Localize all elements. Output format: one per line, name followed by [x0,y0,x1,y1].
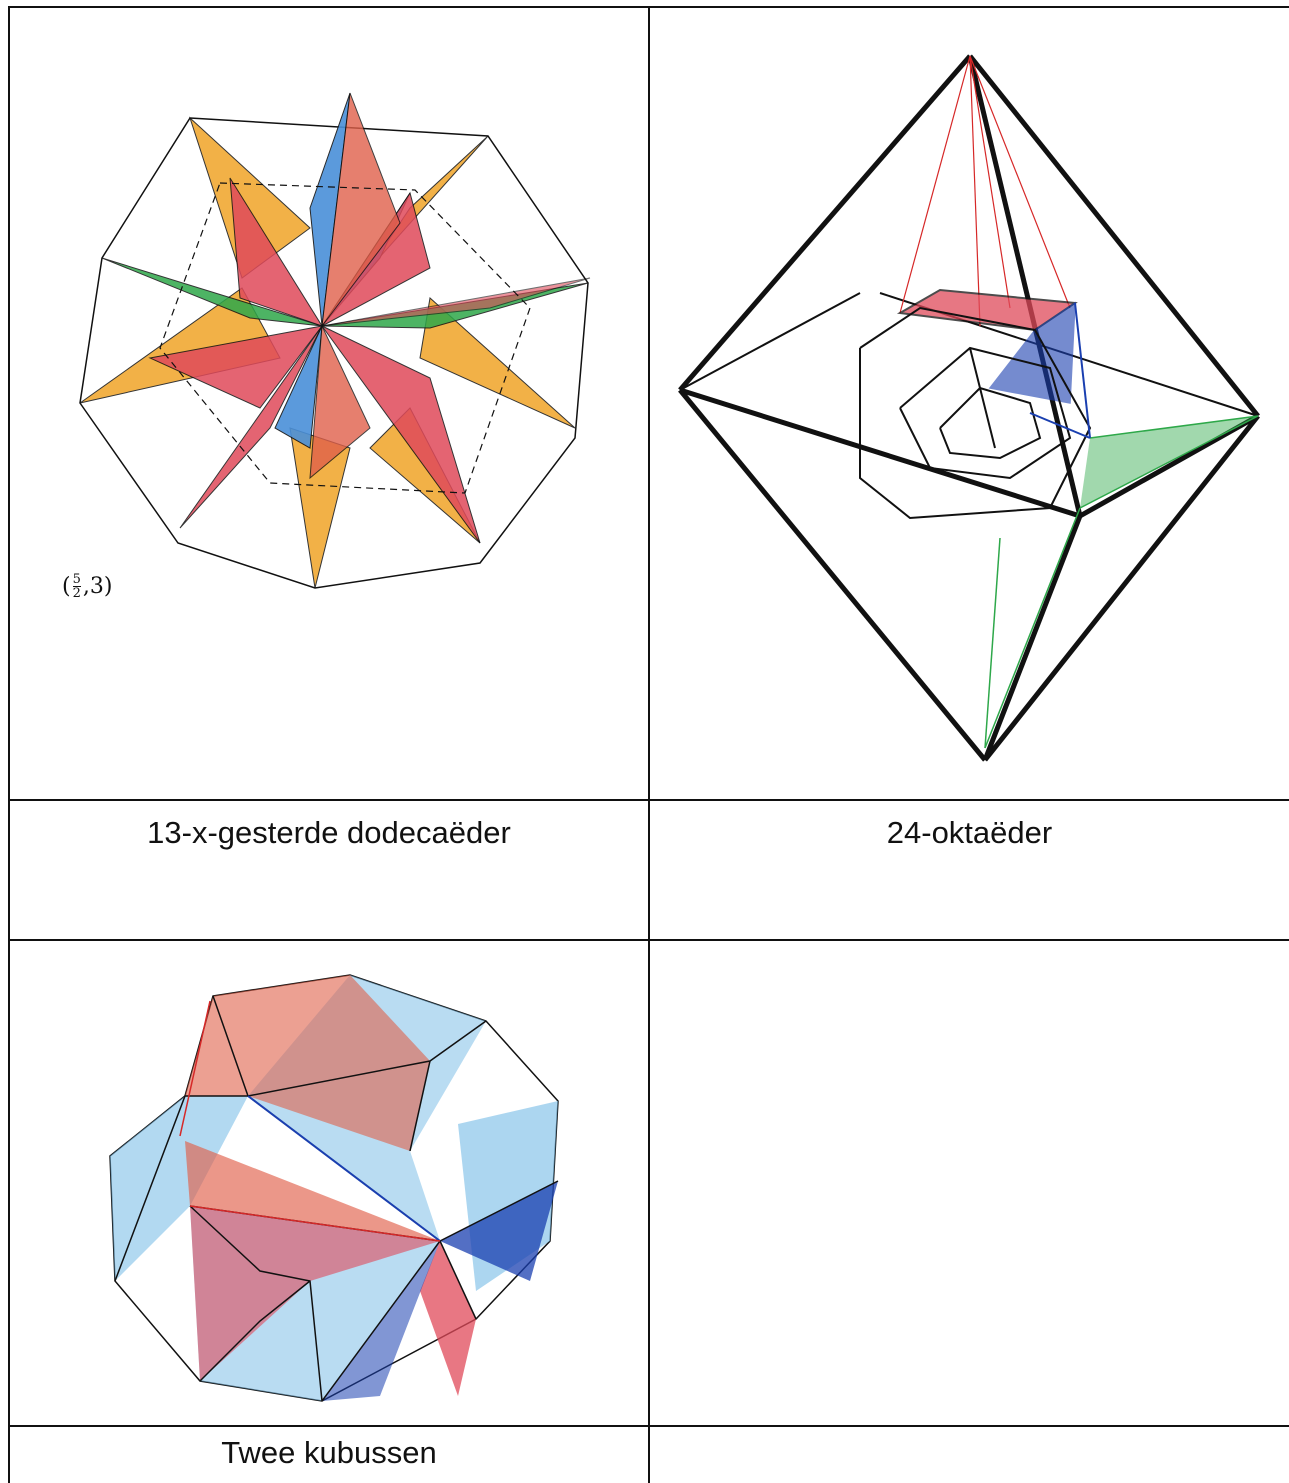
two-cubes-compound-drawing [109,974,559,1402]
annotation-open-paren: ( [62,574,71,599]
caption-two-cubes: Twee kubussen [221,1435,437,1470]
cell-two-cubes-image [10,941,648,1425]
great-stellated-dodecahedron-drawing [79,92,591,589]
schlafli-annotation: ( 5 2 , 3 ) [62,573,112,600]
cell-dodecahedron-image: ( 5 2 , 3 ) [10,8,648,799]
annotation-second: 3 [89,574,104,599]
annotation-comma: , [82,574,90,599]
caption-octahedron: 24-oktaëder [886,815,1053,850]
table-divider-row3 [8,1425,1289,1427]
octahedron-compound-drawing [678,54,1260,762]
cell-octahedron-image [650,8,1289,799]
table-border-left [8,6,10,1483]
table-divider-vertical [648,6,650,1483]
caption-dodecahedron: 13-x-gesterde dodecaëder [147,815,511,850]
cell-empty-image [650,941,1289,1425]
table-divider-row2 [8,939,1289,941]
annotation-fraction: 5 2 [72,572,81,601]
annotation-denominator: 2 [72,586,81,601]
annotation-numerator: 5 [72,572,81,587]
table-divider-row1 [8,799,1289,801]
annotation-close-paren: ) [103,574,113,599]
